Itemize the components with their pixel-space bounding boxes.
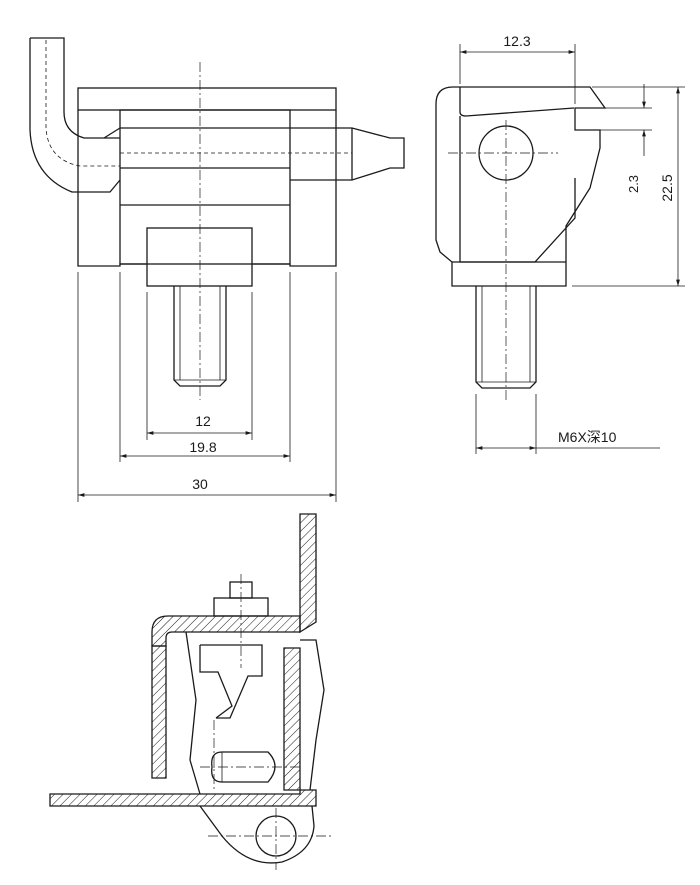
dim-label-30: 30 — [192, 476, 208, 492]
front-pin — [290, 127, 405, 181]
dim-label-19-8: 19.8 — [189, 439, 216, 455]
side-body-outline — [435, 86, 607, 287]
section-latch-top — [200, 644, 263, 719]
section-left-leg — [151, 645, 167, 779]
section-roller — [211, 751, 276, 783]
side-thread-stud — [475, 286, 537, 389]
side-inner-top — [459, 87, 575, 117]
section-bottom-plate — [49, 789, 317, 807]
thread-callout-label: M6X深10 — [558, 429, 617, 445]
section-latch-right — [300, 639, 325, 791]
section-view — [49, 513, 332, 870]
front-body-right — [252, 110, 337, 267]
section-inner-leg — [283, 647, 301, 791]
front-boss — [146, 227, 253, 287]
dim-label-2-3: 2.3 — [626, 175, 641, 193]
dim-label-12-3: 12.3 — [503, 33, 530, 49]
front-top-plate — [77, 87, 337, 111]
side-inner-body — [459, 116, 576, 263]
front-view: 12 19.8 30 — [29, 37, 405, 502]
section-top-flange — [151, 615, 301, 647]
side-view: 12.3 22.5 2.3 M6X深10 — [435, 33, 685, 454]
dim-label-22-5: 22.5 — [659, 174, 675, 201]
section-hinge-lobe — [199, 805, 315, 864]
front-hidden-arm — [45, 40, 120, 167]
front-bent-arm-outer — [30, 37, 120, 139]
front-inner-block — [119, 109, 291, 265]
section-latch-left — [185, 631, 201, 795]
section-wall-vertical — [299, 513, 317, 634]
front-bent-arm-inner — [29, 38, 121, 193]
dim-label-12: 12 — [195, 413, 211, 429]
section-latch-slope — [199, 645, 233, 719]
